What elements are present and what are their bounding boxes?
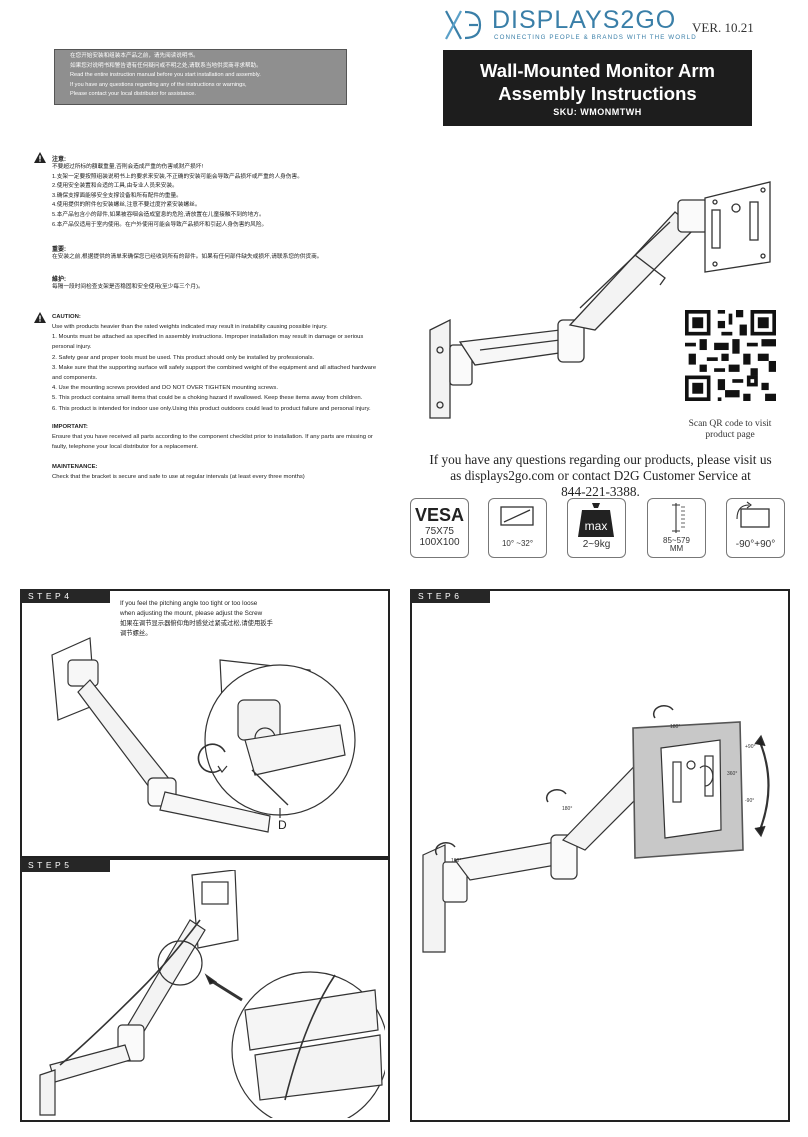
en-caution-line: and components.	[52, 375, 98, 382]
en-caution-line: Use with products heavier than the rated…	[52, 324, 328, 330]
qr-caption-line: Scan QR code to visit	[688, 419, 772, 429]
qr-code[interactable]	[685, 310, 776, 401]
step4-note-line: If you feel the pitching angle too tight…	[120, 600, 258, 607]
step6-panel	[410, 589, 790, 1122]
title-line-2: Assembly Instructions	[498, 83, 697, 104]
vesa-title: VESA	[414, 505, 465, 525]
spec-height: 85~579 MM	[647, 498, 706, 558]
zh-caution-line: 不要超过所标的額載重量,否則会造成严重的伤害或财产损坏!	[52, 164, 204, 170]
en-caution-line: 6. This product is intended for indoor u…	[52, 405, 371, 412]
en-caution-line: 4. Use the mounting screws provided and …	[52, 385, 279, 392]
zh-caution-line: 3.确保支撑面能够安全支撑设备和所有配件的重量。	[52, 192, 182, 199]
step5-illustration	[39, 870, 385, 1118]
contact-phone: 844-221-3388.	[561, 484, 640, 499]
brand-tagline: CONNECTING PEOPLE & BRANDS WITH THE WORL…	[494, 34, 697, 41]
weight-max-label: max	[585, 519, 608, 533]
step4-note-line: 调节螺丝。	[120, 630, 152, 637]
height-range: 85~579	[663, 536, 690, 545]
en-important-text: Ensure that you have received all parts …	[52, 432, 397, 452]
en-caution-line: 1. Mounts must be attached as specified …	[52, 334, 364, 341]
title-banner: Wall-Mounted Monitor Arm Assembly Instru…	[443, 50, 752, 126]
tilt-label: -90°	[745, 798, 754, 804]
step6-label: STEP6	[410, 589, 490, 603]
zh-maintenance-text: 每隔一段时间检查支架是否稳固和安全使用(至少每三个月)。	[52, 284, 204, 290]
en-important-title: IMPORTANT:	[52, 424, 88, 430]
brand-name: DISPLAYS2GO	[492, 6, 677, 34]
step6-illustration: 180° 360° 180° 180° +90° -90°	[422, 705, 770, 953]
rotation-icon	[736, 501, 770, 528]
notice-line: Please contact your local distributor fo…	[70, 91, 196, 98]
zh-important-title: 重要:	[52, 247, 66, 253]
warning-icon	[34, 312, 46, 323]
notice-line: 在您开始安装和组装本产品之前，请先阅读说明书。	[70, 53, 199, 59]
d2g-logo-icon	[445, 10, 482, 40]
height-unit: MM	[669, 544, 684, 553]
rotation-label: 180°	[451, 858, 461, 864]
screw-d-label: D	[278, 818, 287, 832]
zh-important-text: 在安装之前,根据提供的清单来确保您已经收到所有的部件。如果有任何部件缺失或损坏,…	[52, 254, 323, 260]
step4-label: STEP4	[20, 589, 110, 603]
contact-line: as displays2go.com or contact D2G Custom…	[450, 468, 751, 483]
spec-tilt: 10° ~32°	[488, 498, 547, 558]
zh-caution-line: 4.使用提供的附件包安装螺丝,注意不要过度拧紧安装螺丝。	[52, 202, 201, 209]
contact-text: If you have any questions regarding our …	[408, 452, 793, 500]
title-line-1: Wall-Mounted Monitor Arm	[480, 60, 715, 81]
step4-panel	[20, 589, 390, 858]
rotation-label: 180°	[670, 724, 680, 730]
zh-caution-line: 6.本产品仅适用于室内使用。在户外使用可能会导致产品损坏和引起人身伤害的风险。	[52, 221, 268, 228]
spec-rotation: -90°+90°	[726, 498, 785, 558]
weight-icon: max	[578, 503, 614, 537]
zh-caution-title: 注意:	[52, 157, 66, 163]
version-label: VER. 10.21	[692, 20, 754, 35]
en-caution-line: personal injury.	[52, 344, 92, 351]
vesa-size-1: 75X75	[425, 526, 454, 537]
sku-label: SKU: WMONMTWH	[553, 107, 642, 117]
notice-box: 在您开始安装和组装本产品之前，请先阅读说明书。 如果您对说明书和警告语有任何疑问…	[54, 49, 347, 105]
en-maintenance-title: MAINTENANCE:	[52, 464, 98, 470]
notice-line: If you have any questions regarding any …	[70, 81, 247, 88]
contact-line: If you have any questions regarding our …	[429, 452, 772, 467]
tilt-range: 10° ~32°	[501, 539, 534, 548]
qr-caption: Scan QR code to visit product page	[668, 419, 792, 441]
warning-icon	[34, 152, 46, 163]
notice-line: 如果您对说明书和警告语有任何疑问或不明之处,请联系当地供货商寻求帮助。	[70, 62, 262, 69]
en-caution-title: CAUTION:	[52, 314, 81, 320]
height-icon	[672, 503, 685, 533]
step4-note-line: 如果在调节显示器俯仰角时感觉过紧或过松,请使用扳手	[120, 620, 273, 627]
rotation-range: -90°+90°	[735, 539, 776, 550]
step5-label: STEP5	[20, 858, 110, 872]
step4-note-line: when adjusting the mount, please adjust …	[120, 610, 263, 617]
en-maintenance-text: Check that the bracket is secure and saf…	[52, 474, 305, 480]
zh-caution-list: 不要超过所标的額載重量,否則会造成严重的伤害或财产损坏! 1.支架一定要按照组装…	[52, 163, 392, 230]
step4-note: If you feel the pitching angle too tight…	[120, 599, 295, 639]
en-caution-line: 3. Make sure that the supporting surface…	[52, 364, 377, 371]
tilt-icon	[500, 506, 534, 526]
spec-vesa: VESA 75X75 100X100	[410, 498, 469, 558]
step5-panel	[20, 858, 390, 1122]
qr-caption-line: product page	[705, 430, 755, 440]
spec-weight: max 2~9kg	[567, 498, 626, 558]
step4-illustration	[51, 637, 356, 833]
zh-caution-line: 2.使用安全装置和合适的工具,由专业人员来安装。	[52, 183, 178, 190]
zh-caution-line: 1.支架一定要按照组装说明书上的要求来安装,不正确的安装可能会导致产品损坏或严重…	[52, 173, 303, 180]
weight-range: 2~9kg	[582, 539, 611, 550]
en-caution-line: 5. This product contains small items tha…	[52, 395, 363, 402]
rotation-label: 180°	[562, 806, 572, 812]
zh-maintenance-title: 維护:	[52, 277, 66, 283]
tilt-label: +90°	[745, 744, 755, 750]
monitor-arm-illustration	[429, 181, 771, 419]
notice-line: Read the entire instruction manual befor…	[70, 72, 261, 79]
en-important-line: Ensure that you have received all parts …	[52, 434, 373, 440]
en-caution-list: Use with products heavier than the rated…	[52, 322, 397, 414]
en-important-line: faulty, telephone your local distributor…	[52, 444, 199, 451]
zh-caution-line: 5.本产品包含小的部件,如果被吞咽会造成窒息的危险,请放置在儿童接触不到的地方。	[52, 211, 265, 218]
vesa-size-2: 100X100	[419, 537, 460, 548]
rotation-label: 360°	[727, 771, 737, 777]
en-caution-line: 2. Safety gear and proper tools must be …	[52, 354, 315, 361]
